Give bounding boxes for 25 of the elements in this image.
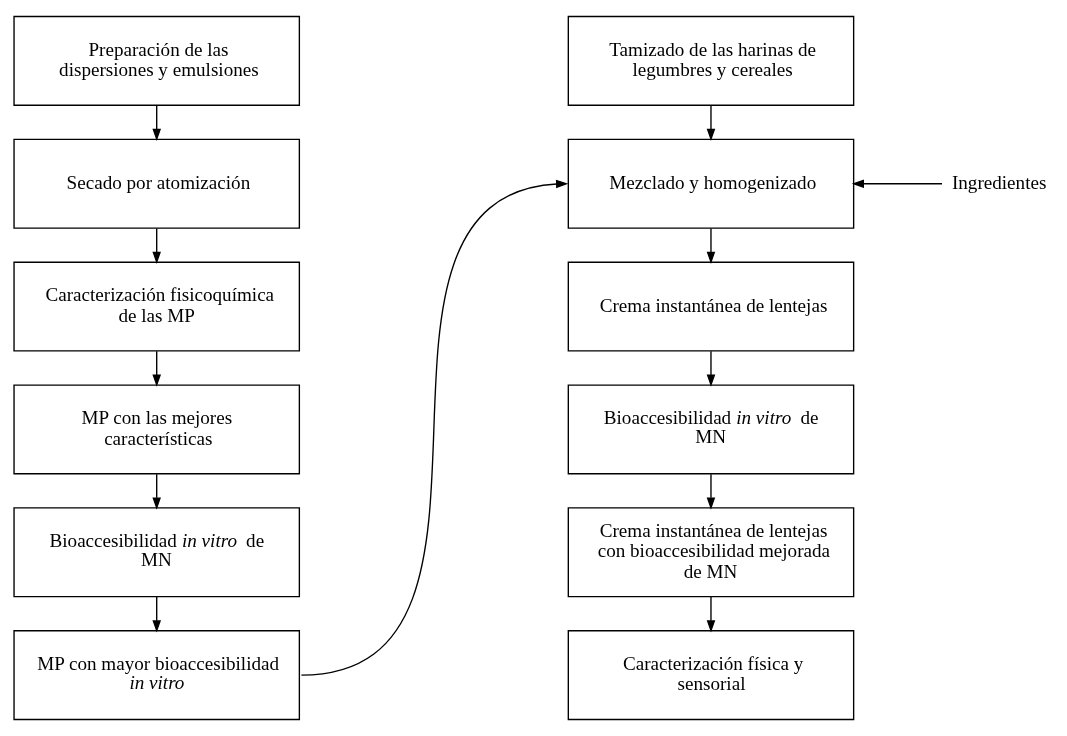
arrow [706, 350, 716, 387]
node-box: Secado por atomización [13, 138, 301, 229]
node-box: MP con mayor bioaccesibilidad in vitro [13, 630, 301, 721]
node-box: Crema instantánea de lentejas con bioaccesibilidad mejorada de MN [567, 507, 855, 598]
arrow [152, 596, 161, 633]
arrow [152, 350, 161, 387]
arrow [851, 179, 943, 188]
arrow [300, 179, 569, 676]
node-box: MP con las mejores características [13, 384, 301, 475]
arrow [706, 473, 716, 510]
arrow [152, 104, 161, 142]
node-box: Bioaccesibilidad in vitro de MN [13, 507, 301, 598]
node-box: Caracterización física y sensorial [567, 630, 855, 721]
node-text: Ingredientes [951, 171, 1047, 193]
node-box: Caracterización fisicoquímica de las MP [13, 261, 301, 352]
arrow [152, 227, 161, 264]
arrow [706, 227, 716, 264]
node-box: Preparación de las dispersiones y emulsiones [13, 15, 301, 106]
arrow [706, 596, 716, 633]
node-box: Mezclado y homogenizado [567, 138, 855, 229]
node-box: Bioaccesibilidad in vitro de MN [567, 384, 855, 475]
node-box: Tamizado de las harinas de legumbres y cereales [567, 15, 855, 106]
arrow [152, 473, 161, 510]
node-box: Crema instantánea de lentejas [567, 261, 855, 352]
arrow [706, 104, 716, 142]
